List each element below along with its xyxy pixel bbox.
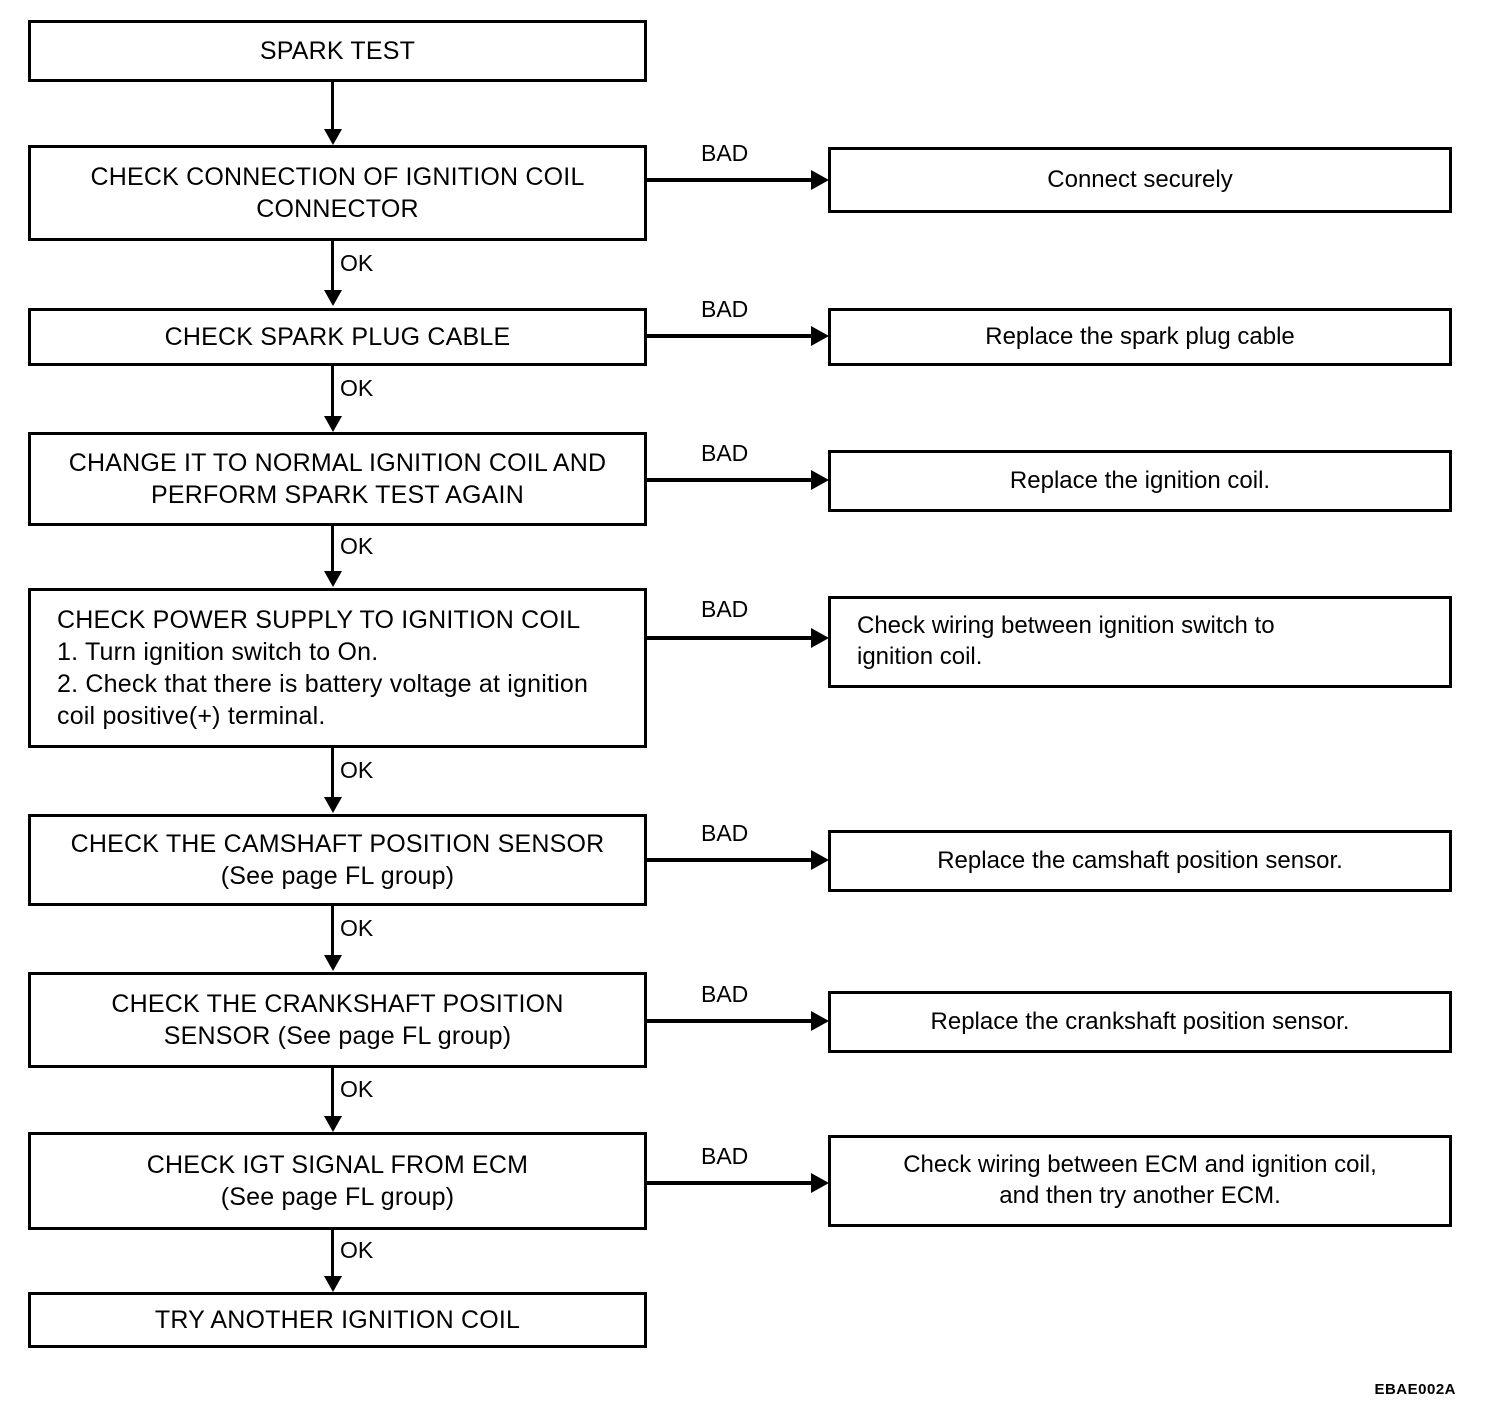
- bad-connector-label-1: BAD: [701, 140, 749, 166]
- bad-connector-label-6: BAD: [701, 981, 749, 1007]
- step-label: CHECK IGT SIGNAL FROM ECM (See page FL g…: [146, 1151, 529, 1211]
- bad-connector-line-7: [647, 1181, 814, 1185]
- step-label: CHECK SPARK PLUG CABLE: [164, 323, 511, 351]
- bad-connector-arrow-2: [811, 326, 829, 346]
- step-box-change-to-normal-ignition-coil[interactable]: CHANGE IT TO NORMAL IGNITION COIL AND PE…: [28, 432, 647, 526]
- ok-connector-label-6: OK: [340, 915, 374, 941]
- bad-connector-label-4: BAD: [701, 596, 749, 622]
- step-box-check-power-supply-to-ignition-coil[interactable]: CHECK POWER SUPPLY TO IGNITION COIL 1. T…: [28, 588, 647, 748]
- remedy-box-replace-spark-plug-cable[interactable]: Replace the spark plug cable: [828, 308, 1452, 366]
- remedy-label: Check wiring between ignition switch to …: [857, 612, 1275, 670]
- step-label: CHECK THE CAMSHAFT POSITION SENSOR (See …: [70, 830, 605, 890]
- step-box-check-connection-ignition-coil-connector[interactable]: CHECK CONNECTION OF IGNITION COIL CONNEC…: [28, 145, 647, 241]
- ok-connector-line-1: [331, 82, 334, 131]
- bad-connector-line-6: [647, 1019, 814, 1023]
- step-label: CHECK POWER SUPPLY TO IGNITION COIL 1. T…: [57, 606, 589, 730]
- ok-connector-label-8: OK: [340, 1237, 374, 1263]
- ok-connector-line-5: [331, 748, 334, 798]
- ok-connector-label-5: OK: [340, 757, 374, 783]
- bad-connector-line-5: [647, 858, 814, 862]
- bad-connector-arrow-3: [811, 470, 829, 490]
- bad-connector-arrow-6: [811, 1011, 829, 1031]
- bad-connector-label-3: BAD: [701, 440, 749, 466]
- bad-connector-arrow-1: [811, 170, 829, 190]
- step-label: CHECK CONNECTION OF IGNITION COIL CONNEC…: [90, 163, 585, 223]
- remedy-box-connect-securely[interactable]: Connect securely: [828, 147, 1452, 213]
- ok-connector-line-8: [331, 1230, 334, 1278]
- ok-connector-line-3: [331, 366, 334, 418]
- ok-connector-line-7: [331, 1068, 334, 1118]
- bad-connector-arrow-4: [811, 628, 829, 648]
- ok-connector-arrow-3: [324, 416, 342, 432]
- remedy-label: Replace the spark plug cable: [985, 322, 1295, 350]
- bad-connector-line-2: [647, 334, 814, 338]
- ok-connector-label-7: OK: [340, 1076, 374, 1102]
- remedy-label: Replace the camshaft position sensor.: [937, 846, 1343, 874]
- bad-connector-label-2: BAD: [701, 296, 749, 322]
- bad-connector-arrow-7: [811, 1173, 829, 1193]
- ok-connector-line-2: [331, 241, 334, 292]
- step-box-check-camshaft-position-sensor[interactable]: CHECK THE CAMSHAFT POSITION SENSOR (See …: [28, 814, 647, 906]
- remedy-box-replace-ignition-coil[interactable]: Replace the ignition coil.: [828, 450, 1452, 512]
- step-box-try-another-ignition-coil[interactable]: TRY ANOTHER IGNITION COIL: [28, 1292, 647, 1348]
- ok-connector-arrow-1: [324, 129, 342, 145]
- ok-connector-label-2: OK: [340, 250, 374, 276]
- remedy-label: Connect securely: [1047, 165, 1233, 193]
- step-box-spark-test[interactable]: SPARK TEST: [28, 20, 647, 82]
- ok-connector-arrow-8: [324, 1276, 342, 1292]
- step-box-check-spark-plug-cable[interactable]: CHECK SPARK PLUG CABLE: [28, 308, 647, 366]
- figure-code-label: EBAE002A: [1374, 1381, 1456, 1398]
- ok-connector-line-4: [331, 526, 334, 572]
- remedy-box-replace-camshaft-position-sensor[interactable]: Replace the camshaft position sensor.: [828, 830, 1452, 892]
- step-label: CHANGE IT TO NORMAL IGNITION COIL AND PE…: [68, 449, 607, 509]
- step-box-check-crankshaft-position-sensor[interactable]: CHECK THE CRANKSHAFT POSITION SENSOR (Se…: [28, 972, 647, 1068]
- step-label: SPARK TEST: [259, 37, 416, 65]
- ok-connector-arrow-7: [324, 1116, 342, 1132]
- bad-connector-line-3: [647, 478, 814, 482]
- bad-connector-line-4: [647, 636, 814, 640]
- remedy-box-replace-crankshaft-position-sensor[interactable]: Replace the crankshaft position sensor.: [828, 991, 1452, 1053]
- ok-connector-label-3: OK: [340, 375, 374, 401]
- ok-connector-arrow-2: [324, 290, 342, 306]
- ok-connector-line-6: [331, 906, 334, 956]
- bad-connector-label-5: BAD: [701, 820, 749, 846]
- remedy-label: Replace the ignition coil.: [1009, 466, 1271, 494]
- bad-connector-arrow-5: [811, 850, 829, 870]
- ok-connector-arrow-4: [324, 571, 342, 587]
- ok-connector-arrow-5: [324, 797, 342, 813]
- remedy-label: Replace the crankshaft position sensor.: [930, 1007, 1350, 1035]
- ok-connector-arrow-6: [324, 955, 342, 971]
- bad-connector-line-1: [647, 178, 814, 182]
- step-box-check-igt-signal-from-ecm[interactable]: CHECK IGT SIGNAL FROM ECM (See page FL g…: [28, 1132, 647, 1230]
- step-label: CHECK THE CRANKSHAFT POSITION SENSOR (Se…: [111, 990, 564, 1050]
- remedy-label: Check wiring between ECM and ignition co…: [903, 1151, 1377, 1209]
- remedy-box-check-wiring-ecm-and-ignition-coil[interactable]: Check wiring between ECM and ignition co…: [828, 1135, 1452, 1227]
- ok-connector-label-4: OK: [340, 533, 374, 559]
- step-label: TRY ANOTHER IGNITION COIL: [154, 1306, 521, 1334]
- remedy-box-check-wiring-ignition-switch-to-coil[interactable]: Check wiring between ignition switch to …: [828, 596, 1452, 688]
- bad-connector-label-7: BAD: [701, 1143, 749, 1169]
